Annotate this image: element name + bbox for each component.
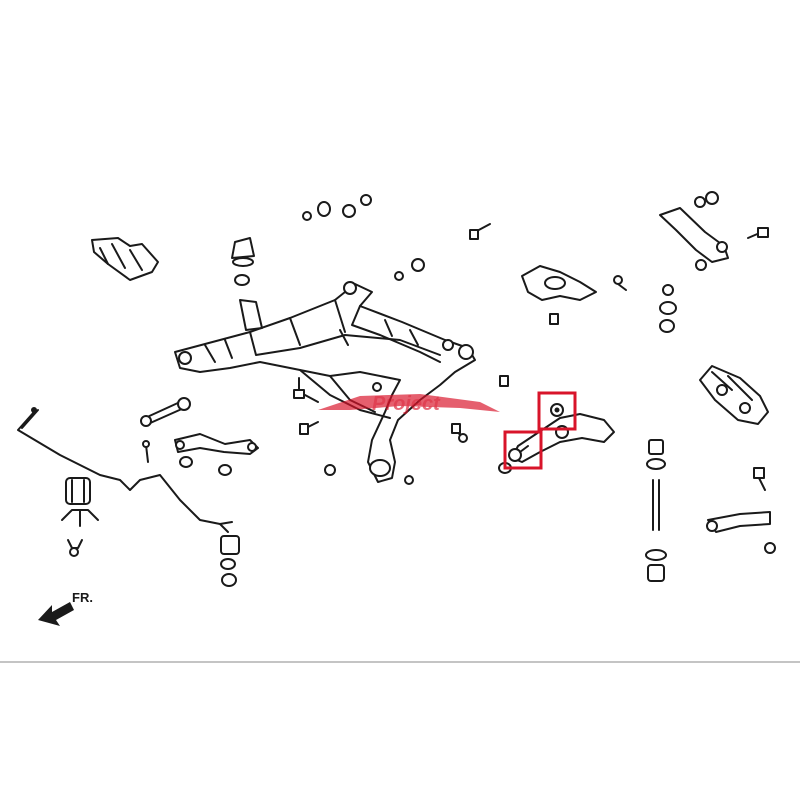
watermark-text: Project	[372, 393, 441, 415]
lower-control-arm	[498, 403, 615, 474]
diff-mount-bushing	[231, 237, 255, 286]
differential-mount-bracket	[91, 237, 159, 281]
bolt-stack-right	[469, 223, 677, 387]
highlight-box-outer-bushing	[503, 430, 543, 470]
toe-link	[706, 467, 776, 554]
front-direction-arrow-icon	[38, 602, 74, 626]
hardware-nuts-top	[302, 194, 425, 281]
upper-arm-link	[659, 191, 769, 271]
lateral-link	[174, 433, 259, 455]
stabilizer-bushing	[61, 477, 99, 557]
front-direction-label: FR.	[72, 590, 93, 605]
knuckle-bracket	[521, 265, 627, 325]
bump-stop-stack	[220, 535, 240, 587]
stabilizer-link	[140, 397, 191, 463]
bolts-center	[179, 377, 468, 485]
highlight-box-inner-bushing	[537, 391, 577, 431]
rear-subframe	[174, 281, 476, 483]
stabilizer-bar	[17, 407, 233, 533]
shock-absorber-stack	[645, 439, 667, 582]
trailing-arm-bracket	[699, 365, 769, 425]
watermark-logo: Project	[318, 393, 500, 415]
